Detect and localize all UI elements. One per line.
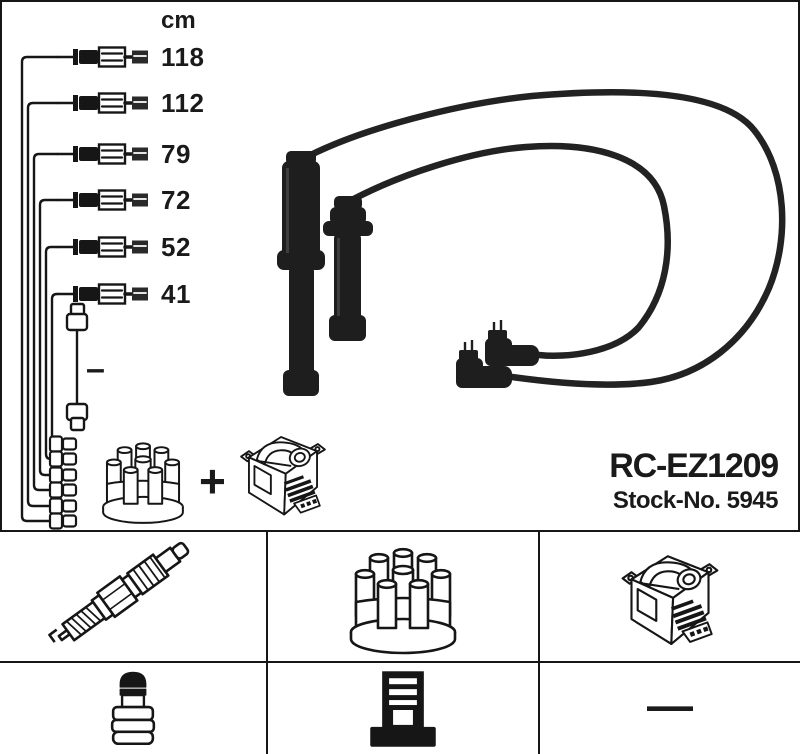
product-code: RC-EZ1209 <box>609 447 779 485</box>
length-unit-header: cm <box>161 7 196 34</box>
parts-cell-spark-plug <box>0 532 268 663</box>
ignition-coil-icon <box>621 554 719 645</box>
cable-end-icon <box>56 91 150 115</box>
elbow-connector-upper <box>485 320 539 366</box>
cable-end-icon <box>56 235 150 259</box>
plug-terminal-icons <box>48 435 78 530</box>
cable-end-icon <box>56 142 150 166</box>
coil-wire-length-dash: – <box>86 350 105 388</box>
included-parts-table: — <box>0 530 800 754</box>
ignition-coil-icon <box>240 436 326 516</box>
cable-length-value: 118 <box>161 42 205 72</box>
elbow-connector-lower <box>456 340 512 388</box>
spark-plug-boot-1 <box>277 151 325 396</box>
plug-terminal-icon <box>48 512 78 530</box>
plug-terminal-icon <box>48 481 78 499</box>
plug-terminal-icon <box>48 435 78 453</box>
parts-cell-ignition-coil <box>540 532 800 663</box>
cable-end-icons <box>56 45 150 306</box>
distributor-cap-icon <box>349 547 457 654</box>
distributor-cap-icon <box>102 442 184 524</box>
dash-placeholder: — <box>647 678 693 731</box>
plus-sign: + <box>199 455 226 507</box>
ribbed-terminal-icon <box>370 670 436 747</box>
kit-illustration <box>20 45 786 530</box>
ignition-cable-long <box>297 89 786 388</box>
cable-length-value: 79 <box>161 139 191 169</box>
cable-end-icon <box>56 282 150 306</box>
stock-number: Stock-No. 5945 <box>612 487 779 514</box>
plug-terminal-icon <box>48 450 78 468</box>
cable-length-value: 72 <box>161 185 191 215</box>
cable-set-photo <box>277 89 786 396</box>
ignition-cable-short <box>344 142 671 360</box>
coil-wire-icon <box>65 302 89 432</box>
plug-terminal-icon <box>48 497 78 515</box>
plug-boot-terminal-icon <box>110 671 156 745</box>
cable-end-icon <box>56 188 150 212</box>
spark-plug-icon <box>48 541 190 643</box>
cable-length-value: 52 <box>161 232 191 262</box>
parts-cell-ribbed-terminal <box>268 663 540 754</box>
parts-cell-plug-boot <box>0 663 268 754</box>
plug-terminal-icon <box>48 466 78 484</box>
length-bracket-lines <box>20 55 58 523</box>
cable-end-icon <box>56 45 150 69</box>
cable-length-value: 41 <box>161 279 191 309</box>
spark-plug-boot-2 <box>323 196 373 341</box>
parts-cell-none: — <box>540 663 800 754</box>
parts-cell-distributor-cap <box>268 532 540 663</box>
cable-length-value: 112 <box>161 88 205 118</box>
